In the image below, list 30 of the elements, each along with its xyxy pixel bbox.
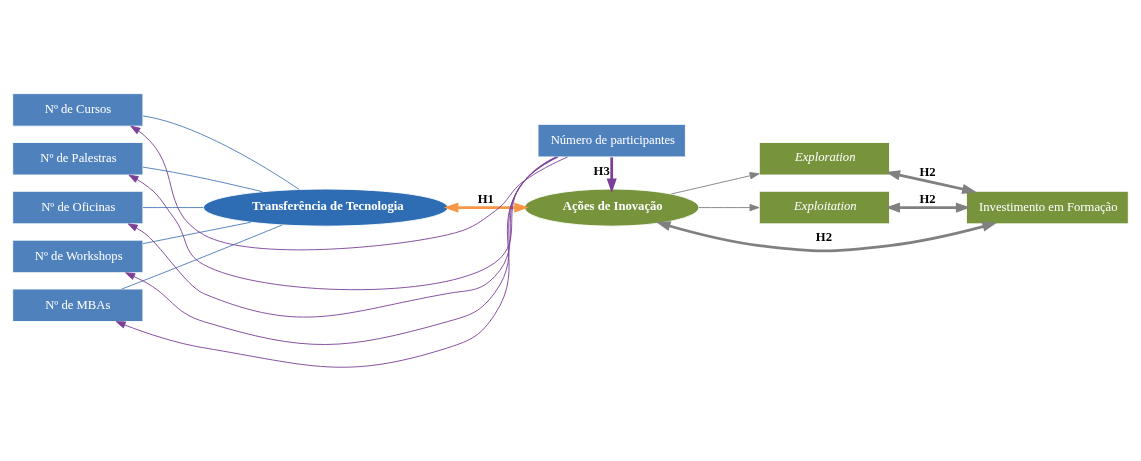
arrow — [885, 170, 977, 194]
edge-label: H2 — [815, 230, 833, 245]
arrow — [698, 203, 760, 212]
arrow — [655, 221, 997, 253]
node-box: Nº de MBAs — [12, 288, 144, 322]
node-box: Nº de Palestras — [12, 142, 144, 176]
node-box: Investimento em Formação — [965, 190, 1129, 225]
node-box: Exploration — [758, 142, 890, 176]
edge-label: H2 — [919, 165, 936, 180]
edge-label: H1 — [477, 192, 494, 207]
connector — [142, 221, 252, 245]
connector — [142, 166, 263, 193]
connector — [142, 207, 204, 209]
connector — [121, 224, 283, 290]
arrow — [128, 156, 559, 291]
arrow — [443, 202, 529, 213]
arrow — [885, 202, 971, 213]
connector — [142, 115, 300, 190]
edge-label: H2 — [919, 192, 936, 207]
arrow — [670, 172, 760, 195]
node-box: Exploitation — [758, 190, 890, 225]
node-box: Nº de Oficinas — [12, 190, 144, 225]
node-box: Nº de Workshops — [12, 239, 144, 274]
node-box: Nº de Cursos — [12, 93, 144, 127]
node-ellipse: Transferência de Tecnologia — [203, 188, 449, 227]
edge-label: H3 — [593, 164, 610, 179]
arrow — [130, 125, 568, 251]
node-ellipse: Ações de Inovação — [524, 188, 700, 227]
node-box: Número de participantes — [537, 123, 686, 158]
arrow — [606, 157, 617, 194]
